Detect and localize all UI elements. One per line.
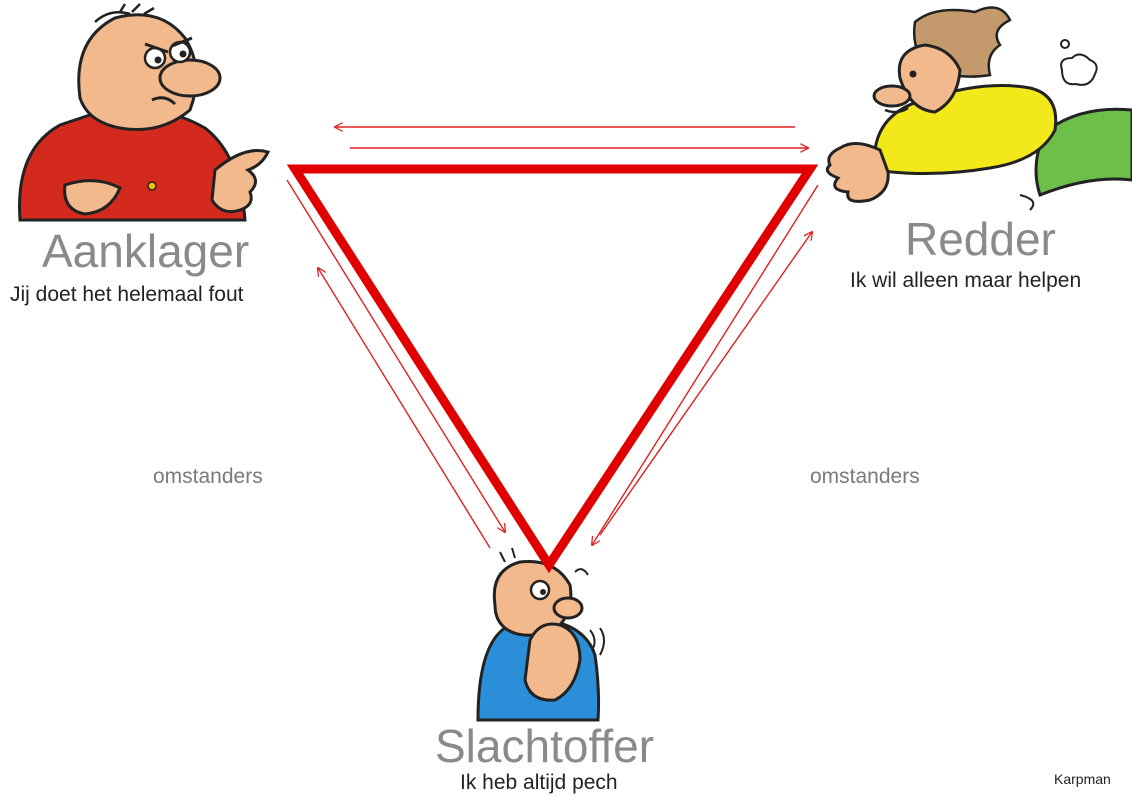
slachtoffer-title: Slachtoffer: [435, 720, 655, 772]
arrow-slachtoffer-to-aanklager: [318, 268, 491, 549]
arrow-slachtoffer-to-redder: [599, 232, 812, 536]
aanklager-quote: Jij doet het helemaal fout: [10, 283, 244, 306]
drama-triangle: [286, 164, 819, 574]
redder-quote: Ik wil alleen maar helpen: [850, 269, 1082, 292]
redder-icon: [825, 6, 1132, 211]
arrow-aanklager-to-slachtoffer: [286, 179, 505, 532]
bystanders-right-label: omstanders: [810, 465, 920, 488]
credit-label: Karpman: [1054, 771, 1111, 787]
redder-title: Redder: [905, 213, 1056, 265]
slachtoffer-icon: [476, 547, 605, 722]
bystanders-left-label: omstanders: [153, 465, 263, 488]
aanklager-title: Aanklager: [42, 225, 250, 277]
aanklager-icon: [18, 3, 271, 222]
slachtoffer-quote: Ik heb altijd pech: [460, 771, 618, 794]
arrow-redder-to-slachtoffer: [592, 184, 819, 545]
